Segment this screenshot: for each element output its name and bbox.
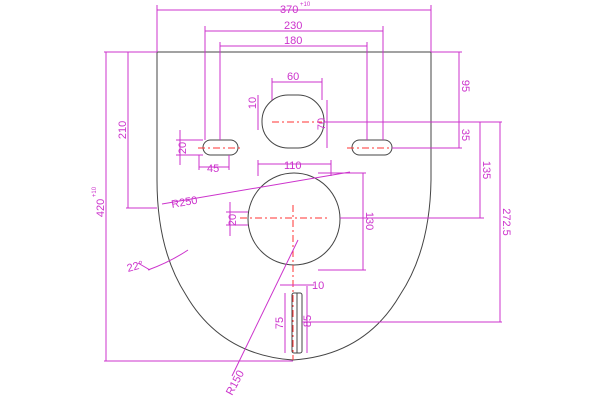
dim-35: 35 [459, 129, 471, 141]
dim-r250: R250 [170, 195, 198, 211]
angle-leader-22 [137, 262, 151, 271]
dim-210: 210 [117, 121, 129, 139]
dim-r150: R150 [224, 369, 247, 398]
dim-272-5: 272.5 [500, 208, 512, 236]
dim-10-bottom: 10 [312, 280, 324, 292]
dim-420: 420 [95, 199, 107, 217]
leader-r250 [161, 171, 351, 205]
leader-r150 [231, 239, 299, 377]
dim-230: 230 [284, 20, 302, 32]
tol-420: +10 [92, 186, 98, 197]
dim-60: 60 [287, 71, 299, 83]
dim-110: 110 [284, 160, 302, 172]
dim-95: 95 [459, 80, 471, 92]
dim-180: 180 [284, 35, 302, 47]
dim-135: 135 [480, 161, 492, 179]
dim-70: 70 [316, 118, 328, 130]
dim-20-hole: 20 [227, 214, 239, 226]
angle-arc-22 [147, 249, 189, 271]
dim-130: 130 [363, 212, 375, 230]
dim-20-left: 20 [177, 142, 189, 154]
dim-85: 85 [302, 315, 314, 327]
dim-22-angle: 22° [126, 259, 145, 275]
dim-10-top: 10 [247, 97, 259, 109]
dim-45: 45 [207, 163, 219, 175]
dim-370: 370 [280, 4, 298, 16]
large-oval-hole [247, 172, 341, 266]
tol-370: +10 [300, 2, 311, 8]
dim-75: 75 [274, 317, 286, 329]
